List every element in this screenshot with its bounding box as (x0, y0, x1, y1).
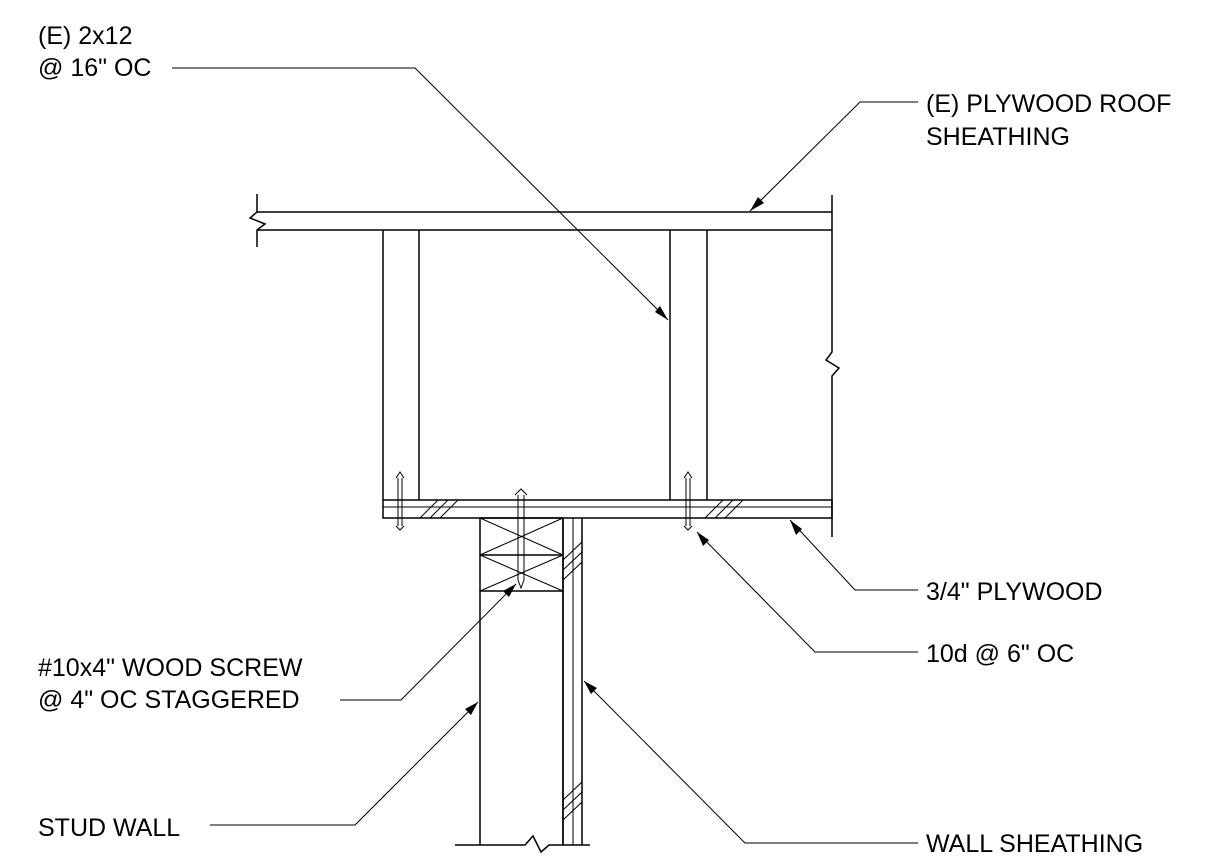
joist-label-line2: @ 16" OC (38, 54, 151, 82)
nail-left (395, 471, 405, 531)
top-plates (479, 517, 564, 592)
wall-sheathing-label: WALL SHEATHING (926, 830, 1143, 858)
leader-joist (172, 67, 669, 321)
wall-sheathing-layer (562, 518, 583, 845)
wood-screw (514, 488, 528, 590)
roof-sheathing-label-line1: (E) PLYWOOD ROOF (926, 90, 1171, 118)
right-break-line (824, 195, 841, 537)
nail-right (683, 471, 693, 531)
screw-label-line1: #10x4" WOOD SCREW (38, 654, 303, 682)
screw-label-line2: @ 4" OC STAGGERED (38, 686, 300, 714)
leader-roof-sheathing (749, 101, 918, 212)
roof-sheathing (248, 194, 832, 247)
leader-plywood (789, 519, 918, 591)
stud-wall (455, 591, 590, 854)
leader-wall-sheathing (583, 680, 918, 844)
plywood-label: 3/4" PLYWOOD (926, 578, 1103, 606)
joist-right (669, 230, 708, 500)
leader-screw (340, 583, 517, 701)
plywood-layer (382, 499, 833, 519)
nails-label: 10d @ 6" OC (926, 640, 1074, 668)
leader-nails (696, 531, 918, 653)
joist-left (382, 230, 420, 500)
roof-sheathing-label-line2: SHEATHING (926, 123, 1070, 151)
stud-wall-label: STUD WALL (38, 814, 180, 842)
leader-stud-wall (210, 701, 479, 826)
joist-label-line1: (E) 2x12 (38, 22, 132, 50)
